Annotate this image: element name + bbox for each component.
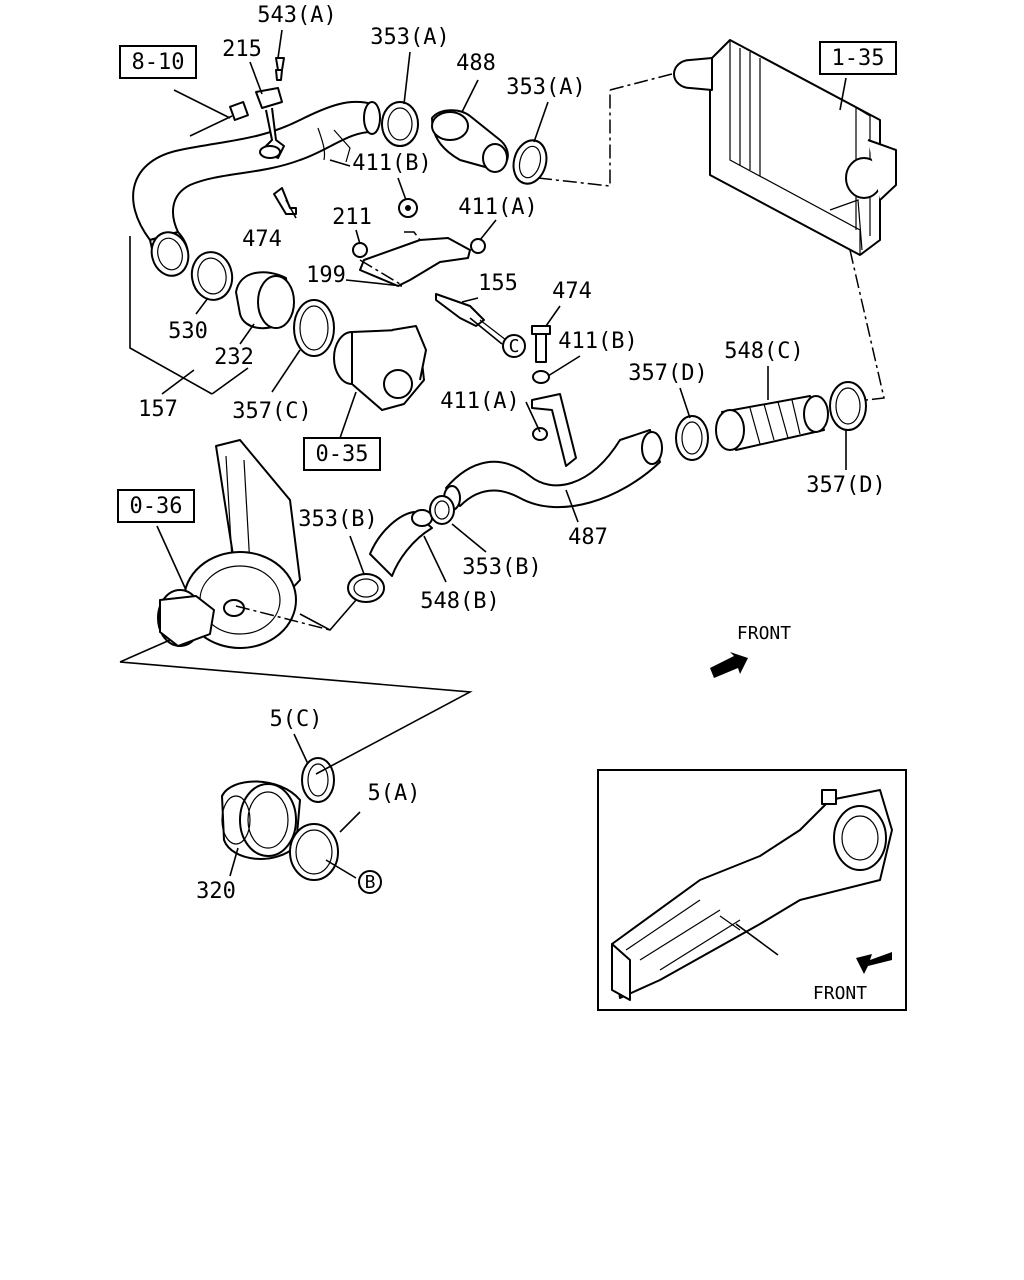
callout-353a-2: 353(A) <box>506 75 585 100</box>
clamp-357d-2 <box>829 381 867 431</box>
throttle-body <box>333 325 427 411</box>
ref-0-35-label: 0-35 <box>316 442 369 467</box>
callout-548b: 548(B) <box>420 589 499 614</box>
callout-411a-1: 411(A) <box>458 195 537 220</box>
upper-intake-hose <box>132 100 381 277</box>
ref-0-35-box: 0-35 <box>303 437 381 471</box>
clamp-353b-2 <box>429 495 455 525</box>
callout-474-2: 474 <box>552 279 592 304</box>
callout-199: 199 <box>306 263 346 288</box>
sleeve-232 <box>235 271 295 330</box>
dashed-routing-lines <box>235 73 885 631</box>
front-arrow-inset-icon <box>856 952 892 974</box>
callout-157: 157 <box>138 397 178 422</box>
inset-panel: FRONT <box>597 769 907 1011</box>
sensor-clip-215 <box>255 57 285 159</box>
elbow-hose-488 <box>431 109 509 173</box>
callout-543a: 543(A) <box>257 3 336 28</box>
ref-0-36-box: 0-36 <box>117 489 195 523</box>
front-label-main: FRONT <box>737 623 791 644</box>
clamp-357c <box>293 299 335 357</box>
callout-320: 320 <box>196 879 236 904</box>
clamp-357d-1 <box>675 415 709 461</box>
clamp-530 <box>190 251 234 301</box>
leader-lines <box>119 29 847 893</box>
ref-1-35-label: 1-35 <box>832 46 885 71</box>
callout-232: 232 <box>214 345 254 370</box>
callout-530: 530 <box>168 319 208 344</box>
callout-353b-2: 353(B) <box>462 555 541 580</box>
callout-357c: 357(C) <box>232 399 311 424</box>
ref-0-36-label: 0-36 <box>130 494 183 519</box>
ref-8-10-box: 8-10 <box>119 45 197 79</box>
exhaust-manifold <box>611 789 893 1001</box>
bracket-487 <box>531 325 577 467</box>
callout-353a-1: 353(A) <box>370 25 449 50</box>
front-indicator-main: FRONT <box>710 623 791 678</box>
turbocharger <box>157 439 301 649</box>
callout-353b-1: 353(B) <box>298 507 377 532</box>
ref-1-35-box: 1-35 <box>819 41 897 75</box>
conn-b-1-circle-letter-icon: B <box>358 870 382 894</box>
front-label-inset: FRONT <box>813 983 867 1004</box>
conn-b-1-letter: B <box>365 872 376 893</box>
callout-548c: 548(C) <box>724 339 803 364</box>
callout-474-1: 474 <box>242 227 282 252</box>
callout-411b-1: 411(B) <box>352 151 431 176</box>
clamp-353a-1 <box>381 101 419 147</box>
callout-5c: 5(C) <box>270 707 323 732</box>
clamp-5c <box>301 757 335 803</box>
clamp-5a <box>289 823 339 881</box>
callout-155: 155 <box>478 271 518 296</box>
clamp-353b-1 <box>347 573 385 603</box>
hose-548b <box>369 509 433 577</box>
callout-5a: 5(A) <box>368 781 421 806</box>
intercooler <box>673 39 897 256</box>
conn-c-1-letter: C <box>509 336 520 357</box>
ref-8-10-label: 8-10 <box>132 50 185 75</box>
callout-labels: 543(A) 215 353(A) 488 353(A) 411(B) 474 211 411(… <box>138 3 886 904</box>
callout-211: 211 <box>332 205 372 230</box>
callout-488: 488 <box>456 51 496 76</box>
bellows-548c <box>715 395 829 451</box>
callout-487: 487 <box>568 525 608 550</box>
conn-c-1-circle-letter-icon: C <box>502 334 526 358</box>
clamp-353a-2 <box>512 139 548 185</box>
callout-215: 215 <box>222 37 262 62</box>
callout-357d-1: 357(D) <box>628 361 707 386</box>
pipe-487 <box>443 429 663 511</box>
callout-411a-2: 411(A) <box>440 389 519 414</box>
callout-357d-2: 357(D) <box>806 473 885 498</box>
harness-connector <box>189 101 249 137</box>
bracket-199 <box>273 187 507 341</box>
hose-320 <box>221 780 301 860</box>
callout-411b-2: 411(B) <box>558 329 637 354</box>
front-arrow-icon <box>710 652 748 678</box>
